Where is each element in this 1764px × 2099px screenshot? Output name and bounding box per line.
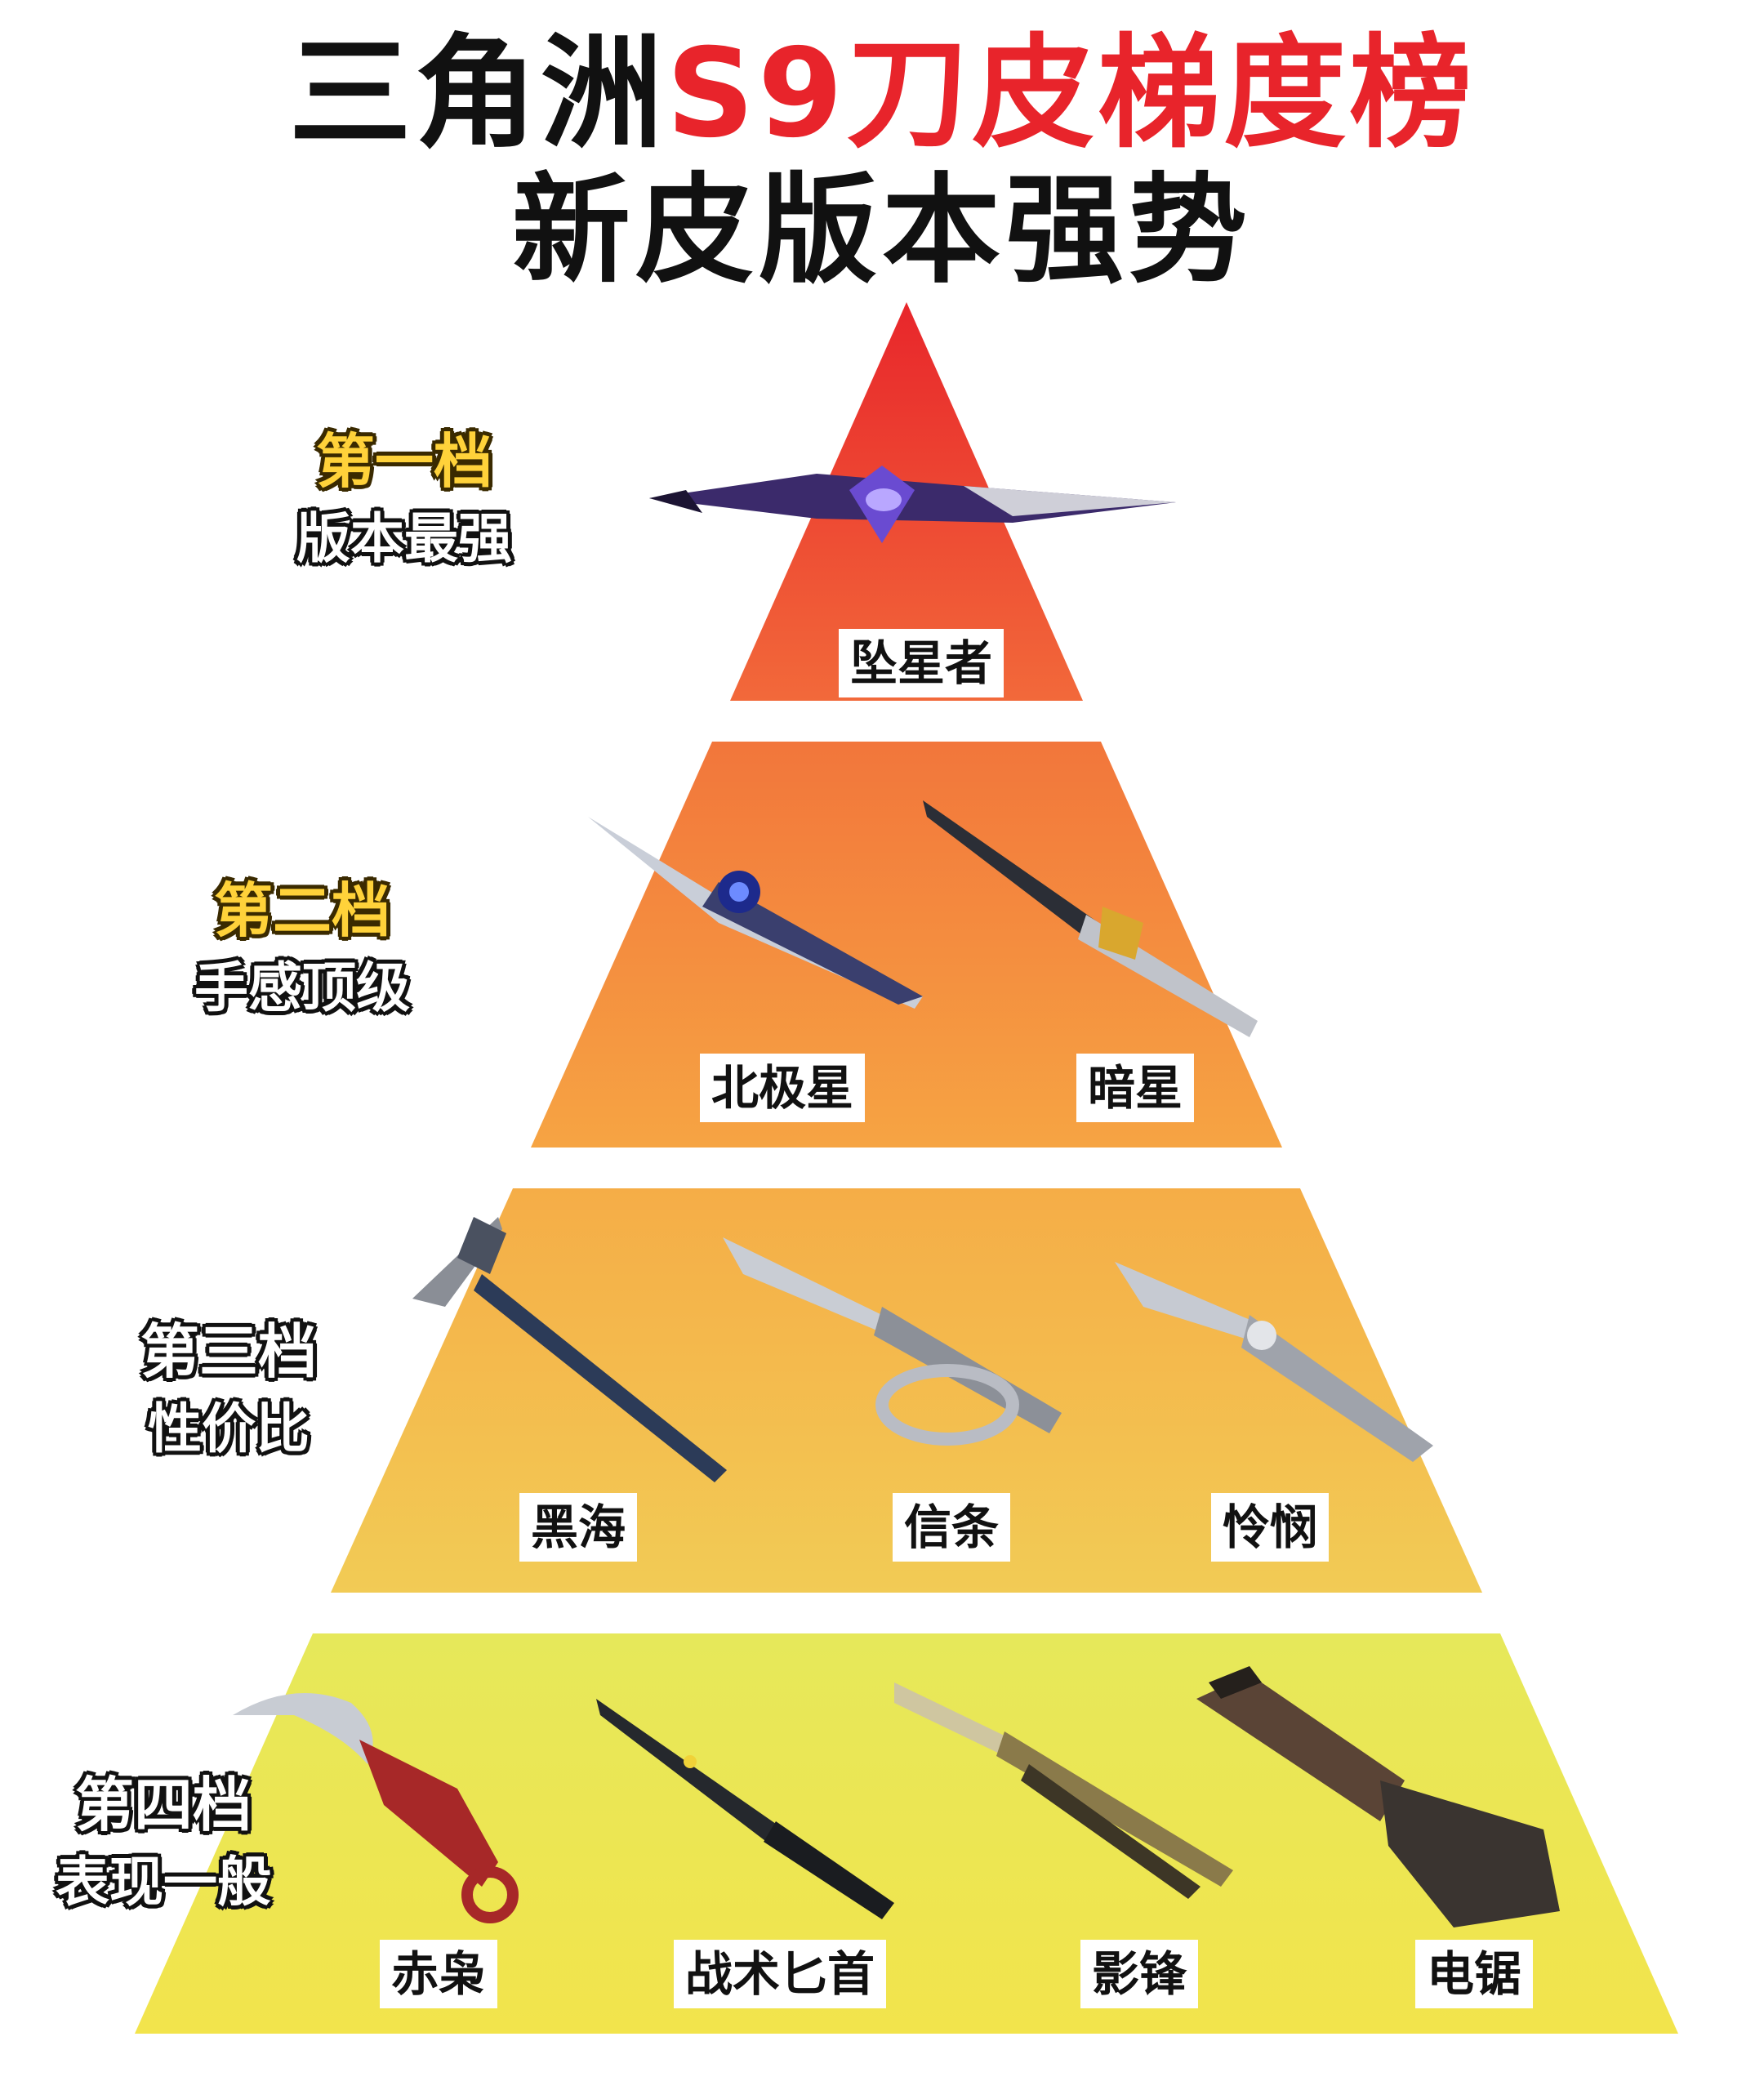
knife-label-heihai: 黑海	[519, 1493, 638, 1562]
knife-label-zhuixingzhe: 坠星者	[838, 629, 1004, 697]
tier-3-band	[331, 1188, 1482, 1593]
tier-2-label: 第二档 手感顶级	[180, 874, 425, 1029]
tier-3-rank: 第三档	[140, 1317, 317, 1386]
knife-image-heihai	[412, 1217, 727, 1482]
tier-1-label: 第一档 版本最强	[282, 425, 527, 580]
title-accent: S9刀皮梯度榜	[666, 23, 1476, 165]
tier-1-desc: 版本最强	[296, 507, 512, 570]
tier-2-rank: 第二档	[213, 876, 390, 945]
knife-label-beijixing: 北极星	[699, 1054, 866, 1122]
tier-4-rank: 第四档	[74, 1771, 252, 1839]
knife-label-xintiao: 信条	[892, 1493, 1011, 1562]
knife-label-zhanshubishou: 战术匕首	[673, 1940, 887, 2008]
knife-image-beijixing	[588, 817, 923, 1009]
knife-label-yingfeng: 影锋	[1080, 1940, 1199, 2008]
tier-3-label: 第三档 性价比	[106, 1315, 351, 1470]
page-title: 三角洲S9刀皮梯度榜	[0, 25, 1764, 163]
knife-image-zhanshubishou	[596, 1699, 894, 1919]
knife-image-yingfeng	[894, 1682, 1233, 1899]
knife-image-lianmin	[1115, 1262, 1433, 1462]
knife-label-chixiao: 赤枭	[379, 1940, 498, 2008]
page-subtitle: 新皮版本强势	[512, 162, 1252, 300]
knife-image-chixiao	[233, 1693, 519, 1923]
knife-image-anxing	[923, 800, 1258, 1037]
knife-label-anxing: 暗星	[1076, 1054, 1195, 1122]
tier-1-rank: 第一档	[315, 427, 492, 496]
tier-3-desc: 性价比	[148, 1397, 310, 1460]
tier-4-label: 第四档 表现一般	[41, 1768, 286, 1923]
knife-image-dianju	[1196, 1666, 1560, 1927]
title-prefix: 三角洲	[288, 23, 666, 165]
knife-image-xintiao	[723, 1237, 1062, 1446]
tier-4-desc: 表现一般	[56, 1851, 271, 1914]
tier-2-band	[531, 742, 1282, 1148]
knife-label-lianmin: 怜悯	[1210, 1493, 1330, 1562]
knife-image-zhuixingzhe	[649, 466, 1176, 543]
knife-label-dianju: 电锯	[1414, 1940, 1534, 2008]
tier-2-desc: 手感顶级	[194, 956, 410, 1019]
